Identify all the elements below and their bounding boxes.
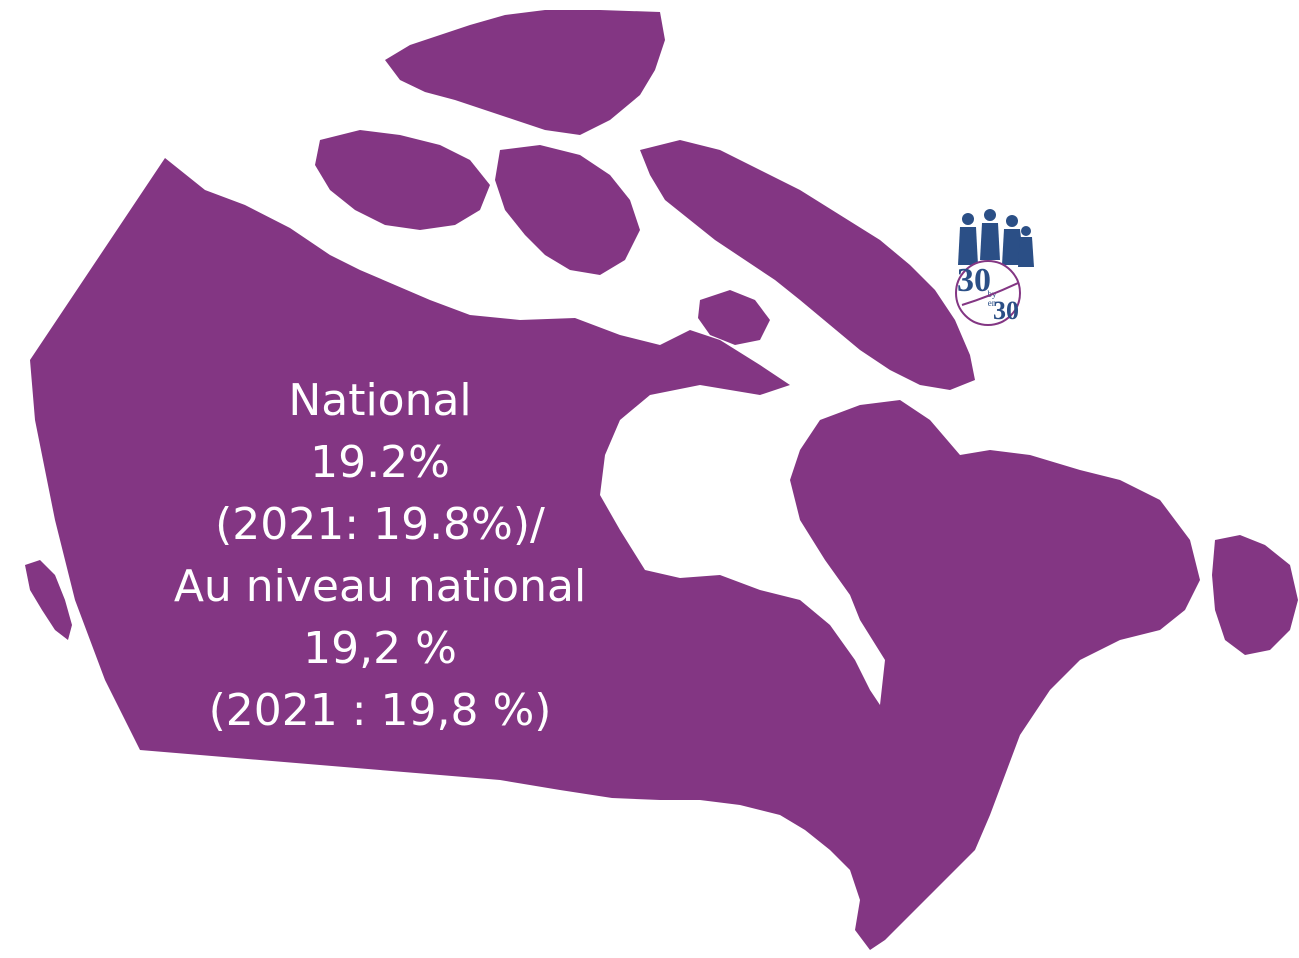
logo-text-bottom: 30 [993,296,1019,325]
newfoundland [1212,535,1298,655]
baffin-island [640,140,975,390]
stat-value-english: 19.2% [310,437,450,488]
stat-previous-french: (2021 : 19,8 %) [208,685,552,736]
arctic-islands [385,10,665,135]
stat-previous-english: (2021: 19.8%)/ [215,499,545,550]
national-stat-block: National 19.2% (2021: 19.8%)/ Au niveau … [120,370,640,742]
stat-label-english: National [288,375,472,426]
southampton-island [698,290,770,345]
central-islands [495,145,640,275]
victoria-island [315,130,490,230]
canada-mainland [30,158,1200,950]
vancouver-island [25,560,72,640]
30-by-30-logo: 30 by en 30 [955,209,1034,326]
logo-text-top: 30 [957,262,991,299]
stat-value-french: 19,2 % [303,623,457,674]
women-silhouettes-icon [958,209,1034,267]
stat-label-french: Au niveau national [173,561,587,612]
logo-text-en: en [988,298,997,308]
